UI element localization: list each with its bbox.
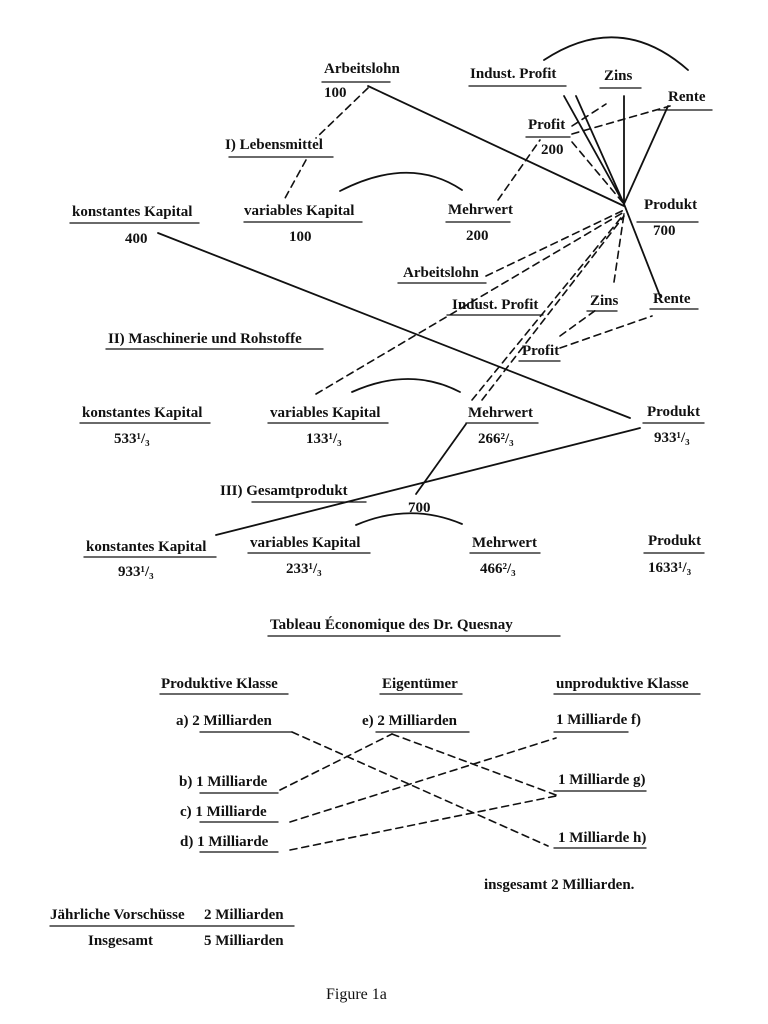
tableau-insgesamt-label: Insgesamt: [88, 933, 154, 949]
block3-heading: III) Gesamtprodukt: [220, 483, 348, 499]
figure-caption: Figure 1a: [326, 986, 387, 1003]
block2-rente: Rente: [653, 291, 691, 307]
block1-rente: Rente: [668, 89, 706, 105]
block3-produkt: Produkt: [648, 533, 702, 549]
block2-arbeitslohn: Arbeitslohn: [403, 265, 479, 281]
dashed-lines: [279, 87, 671, 851]
block3-variables-kapital: variables Kapital: [250, 535, 361, 551]
block3-mehrwert: Mehrwert: [472, 535, 537, 551]
block3-konstantes-kapital-value: 933¹/₃: [118, 564, 154, 580]
block1-konstantes-kapital: konstantes Kapital: [72, 204, 193, 220]
block2-produkt-value: 933¹/₃: [654, 430, 690, 446]
block2-zins: Zins: [590, 293, 619, 309]
block2-mehrwert: Mehrwert: [468, 405, 533, 421]
tableau-row-g: 1 Milliarde g): [558, 772, 646, 788]
block2-profit: Profit: [522, 343, 560, 359]
block3-mehrwert-value: 466²/₃: [480, 561, 516, 577]
tableau-title: Tableau Économique des Dr. Quesnay: [270, 617, 513, 633]
block3-produkt-value: 1633¹/₃: [648, 560, 692, 576]
block1-heading: I) Lebensmittel: [225, 137, 323, 153]
tableau-row-e: e) 2 Milliarden: [362, 713, 457, 729]
block1-indust-profit: Indust. Profit: [470, 66, 557, 82]
tableau-jaehrliche-vorschuesse-value: 2 Milliarden: [204, 907, 284, 923]
block2-variables-kapital: variables Kapital: [270, 405, 381, 421]
block1-produkt: Produkt: [644, 197, 698, 213]
underlines-tableau: [49, 635, 701, 927]
block1-konstantes-kapital-value: 400: [125, 231, 148, 247]
block1-zins: Zins: [604, 68, 633, 84]
tableau-insgesamt-value: 5 Milliarden: [204, 933, 284, 949]
tableau-header-unproduktive-klasse: unproduktive Klasse: [556, 676, 689, 692]
block2-produkt: Produkt: [647, 404, 701, 420]
tableau-row-b: b) 1 Milliarde: [179, 774, 268, 790]
block1-arbeitslohn: Arbeitslohn: [324, 61, 400, 77]
underlines-block1: [69, 81, 713, 224]
tableau-header-eigentuemer: Eigentümer: [382, 676, 458, 692]
block1-variables-kapital-value: 100: [289, 229, 312, 245]
tableau-row-h: 1 Milliarde h): [558, 830, 647, 846]
block3-connector-value: 700: [408, 500, 431, 516]
block1-mehrwert: Mehrwert: [448, 202, 513, 218]
block2-konstantes-kapital: konstantes Kapital: [82, 405, 203, 421]
block1-produkt-value: 700: [653, 223, 676, 239]
solid-lines: [157, 36, 689, 536]
tableau-row-d: d) 1 Milliarde: [180, 834, 269, 850]
tableau-row-f: 1 Milliarde f): [556, 712, 641, 728]
block2-variables-kapital-value: 133¹/₃: [306, 431, 342, 447]
block2-konstantes-kapital-value: 533¹/₃: [114, 431, 150, 447]
block3-variables-kapital-value: 233¹/₃: [286, 561, 322, 577]
tableau-row-a: a) 2 Milliarden: [176, 713, 272, 729]
tableau-jaehrliche-vorschuesse-label: Jährliche Vorschüsse: [50, 907, 185, 923]
block2-mehrwert-value: 266²/₃: [478, 431, 514, 447]
block1-mehrwert-value: 200: [466, 228, 489, 244]
underlines-block3: [83, 501, 705, 558]
block2-indust-profit: Indust. Profit: [452, 297, 539, 313]
underlines-block2: [79, 282, 705, 424]
tableau-row-c: c) 1 Milliarde: [180, 804, 267, 820]
block1-profit-value: 200: [541, 142, 564, 158]
block1-arbeitslohn-value: 100: [324, 85, 347, 101]
block1-profit: Profit: [528, 117, 566, 133]
block3-konstantes-kapital: konstantes Kapital: [86, 539, 207, 555]
block2-heading: II) Maschinerie und Rohstoffe: [108, 331, 302, 347]
tableau-insgesamt-unproduktiv: insgesamt 2 Milliarden.: [484, 877, 635, 893]
tableau-header-produktive-klasse: Produktive Klasse: [161, 676, 278, 692]
block1-variables-kapital: variables Kapital: [244, 203, 355, 219]
